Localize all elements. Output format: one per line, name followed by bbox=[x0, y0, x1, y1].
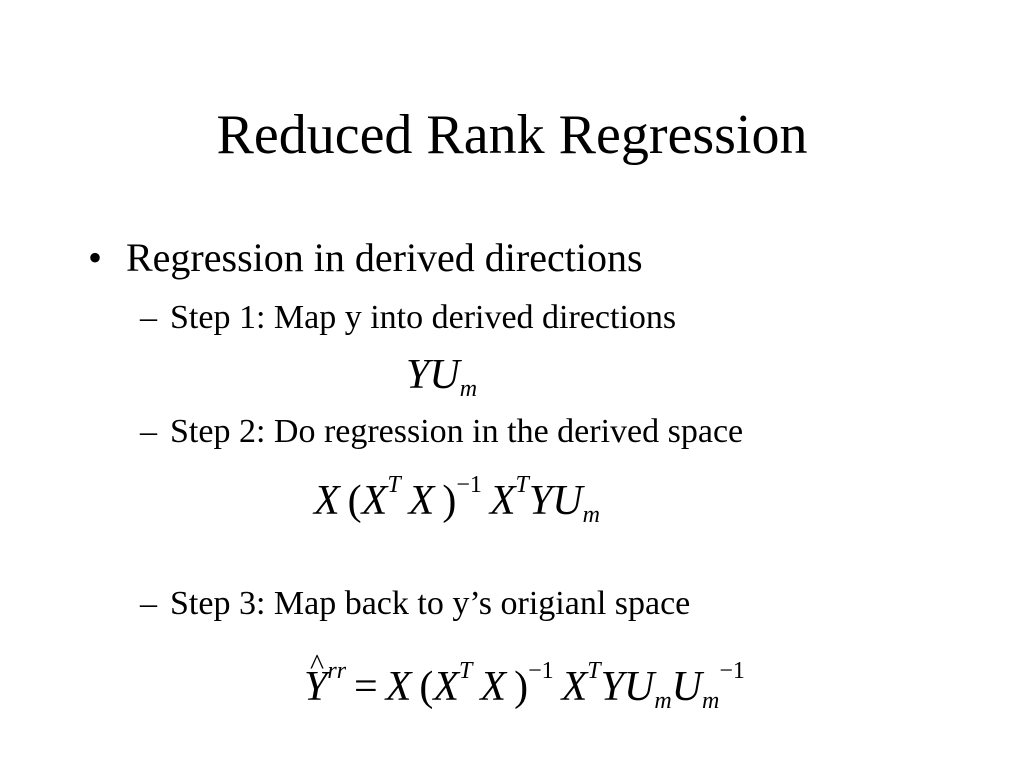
eq3-u2: U bbox=[671, 664, 703, 710]
eq3-lparen: ( bbox=[419, 664, 434, 710]
eq3-x1: X bbox=[385, 664, 412, 710]
eq3-sub-m2: m bbox=[702, 688, 720, 714]
eq3-yhat: Y bbox=[304, 640, 327, 712]
eq2-lparen: ( bbox=[347, 478, 362, 524]
eq2-sup-inv: −1 bbox=[456, 472, 482, 498]
eq3-x3: X bbox=[480, 664, 507, 710]
step-3-marker: – bbox=[140, 585, 157, 622]
eq2-sub-m: m bbox=[582, 502, 600, 528]
eq3-sup-inv1: −1 bbox=[528, 658, 554, 684]
eq2-u: U bbox=[552, 478, 583, 524]
eq3-x2: X bbox=[433, 664, 460, 710]
step-2: –Step 2: Do regression in the derived sp… bbox=[140, 410, 743, 454]
eq3-sup-t1: T bbox=[459, 658, 473, 684]
eq2-sup-t2: T bbox=[515, 472, 529, 498]
bullet-marker: • bbox=[88, 235, 103, 280]
step-2-text: Step 2: Do regression in the derived spa… bbox=[170, 413, 744, 450]
eq1-u: U bbox=[429, 352, 460, 398]
eq2-x1: X bbox=[314, 478, 340, 524]
bullet-item: • Regression in derived directions bbox=[88, 232, 643, 284]
slide-title: Reduced Rank Regression bbox=[216, 104, 808, 166]
eq3-sub-m1: m bbox=[654, 688, 672, 714]
step-2-marker: – bbox=[140, 413, 157, 450]
step-1: –Step 1: Map y into derived directions bbox=[140, 296, 676, 340]
eq2-sup-t1: T bbox=[387, 472, 401, 498]
step-1-text: Step 1: Map y into derived directions bbox=[170, 299, 677, 336]
eq3-u1: U bbox=[623, 664, 655, 710]
eq2-x2: X bbox=[361, 478, 388, 524]
eq2-x4: X bbox=[489, 478, 516, 524]
eq3-y: Y bbox=[600, 664, 624, 710]
step-1-marker: – bbox=[140, 299, 157, 336]
eq2-x3: X bbox=[408, 478, 435, 524]
eq3-equals: = bbox=[354, 664, 378, 710]
eq3-x4: X bbox=[561, 664, 588, 710]
bullet-text: Regression in derived directions bbox=[126, 235, 643, 280]
eq3-rparen: ) bbox=[514, 664, 529, 710]
eq1-sub-m: m bbox=[459, 376, 478, 402]
eq3-sup-inv2: −1 bbox=[719, 658, 745, 684]
eq3-sup-rr: rr bbox=[327, 658, 347, 684]
step-3-text: Step 3: Map back to y’s origianl space bbox=[170, 585, 691, 622]
eq2-y: Y bbox=[528, 478, 553, 524]
step-3: –Step 3: Map back to y’s origianl space bbox=[140, 582, 690, 626]
eq2-rparen: ) bbox=[442, 478, 457, 524]
eq3-sup-t2: T bbox=[587, 658, 601, 684]
equation-1: YUm bbox=[406, 350, 478, 402]
eq1-y: Y bbox=[406, 352, 430, 398]
